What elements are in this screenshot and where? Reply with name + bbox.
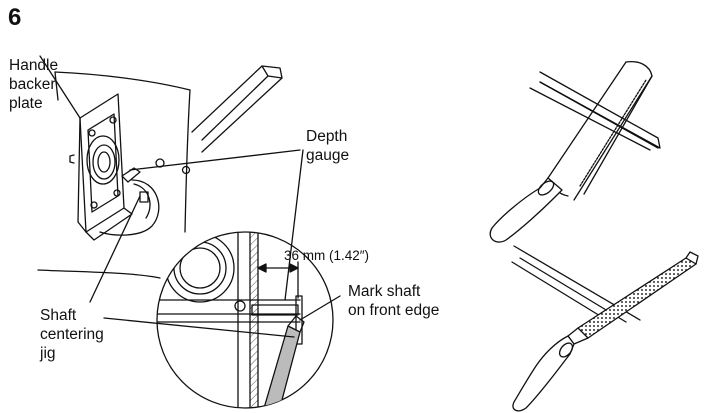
- handle-backer-plate: [69, 93, 141, 241]
- step-number: 6: [8, 4, 22, 31]
- label-depth-gauge: Depth gauge: [306, 128, 350, 164]
- door-assembly: [54, 65, 283, 233]
- file-icon: [511, 245, 699, 412]
- hacksaw-icon: [489, 60, 661, 243]
- detail-view: [156, 231, 334, 409]
- label-dimension: 36 mm (1.42″): [284, 248, 370, 263]
- leader-lines: [37, 55, 341, 338]
- label-shaft-centering-jig: Shaft centering jig: [40, 307, 104, 362]
- label-mark-shaft: Mark shaft on front edge: [348, 283, 440, 319]
- shaft-centering-jig-small: [99, 158, 191, 236]
- label-handle-backer-plate: Handle backer plate: [9, 57, 59, 112]
